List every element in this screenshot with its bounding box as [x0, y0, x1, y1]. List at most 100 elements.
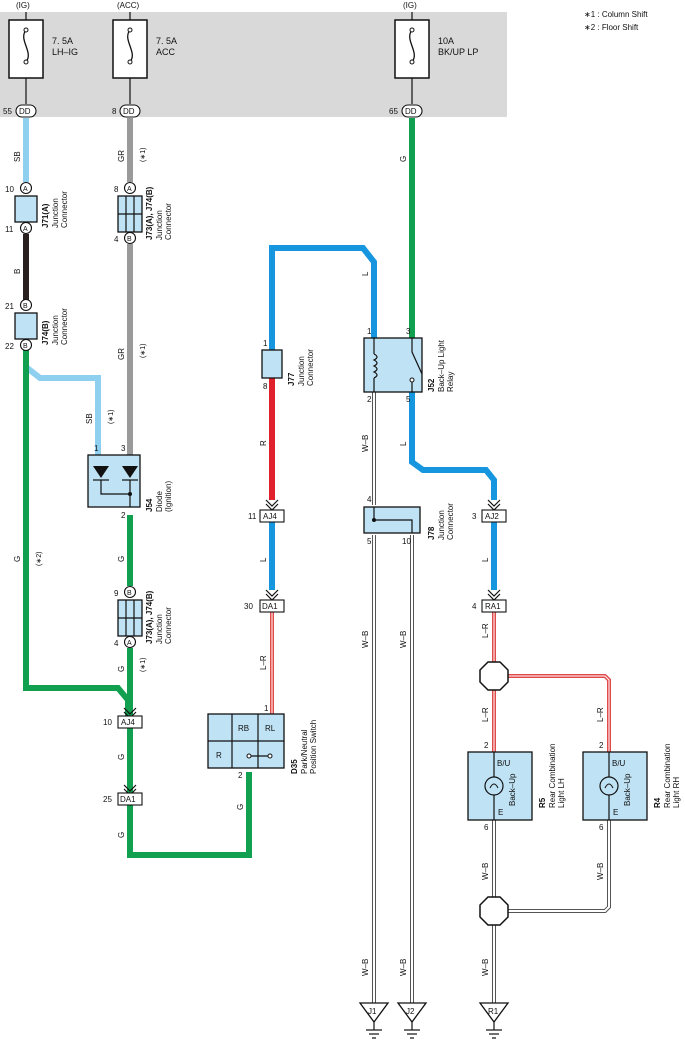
- svg-text:10: 10: [103, 718, 112, 727]
- svg-text:G: G: [236, 804, 245, 810]
- connector-aj4-right: 11 AJ4: [248, 499, 285, 523]
- fuse-acc: (ACC) 7. 5A ACC 8 DD: [112, 1, 177, 118]
- svg-text:G: G: [117, 832, 126, 838]
- svg-text:J73(A), J74(B): J73(A), J74(B): [145, 186, 154, 240]
- splice-lr: [479, 661, 509, 691]
- svg-text:(IG): (IG): [403, 1, 417, 10]
- wire-sb-to-diode: [23, 350, 101, 455]
- svg-text:1: 1: [263, 339, 268, 348]
- svg-text:W–B: W–B: [399, 631, 408, 648]
- connector-da1-right: 30 DA1: [244, 589, 285, 613]
- rear-combination-light-lh-r5: 2 B/U Back–Up E 6 R5 Rear Combination Li…: [467, 741, 566, 832]
- splice-wb: [479, 896, 509, 926]
- svg-text:6: 6: [599, 823, 604, 832]
- ground-r1: R1: [478, 1002, 510, 1039]
- svg-text:(ACC): (ACC): [117, 1, 140, 10]
- junction-connector-j77: 1 8 J77 Junction Connector: [261, 339, 315, 391]
- svg-text:Rear Combination: Rear Combination: [663, 744, 672, 808]
- svg-text:Light RH: Light RH: [672, 777, 681, 808]
- svg-text:RB: RB: [238, 724, 249, 733]
- svg-text:E: E: [498, 808, 503, 817]
- svg-text:2: 2: [238, 771, 243, 780]
- diode-j54: 1 3 2 J54 Diode (Ignition): [87, 444, 173, 520]
- svg-text:11: 11: [5, 225, 14, 234]
- svg-text:RA1: RA1: [485, 602, 501, 611]
- svg-text:1: 1: [264, 704, 269, 713]
- svg-text:22: 22: [5, 342, 14, 351]
- svg-text:AJ2: AJ2: [485, 512, 499, 521]
- svg-text:E: E: [613, 808, 618, 817]
- power-panel: [0, 12, 507, 117]
- junction-connector-j74b: 21 B B 22 J74(B) Junction Connector: [5, 298, 69, 352]
- connector-da1-left: 25 DA1: [103, 784, 143, 806]
- wire-labels: SB B GR (∗1) GR (∗1) SB (∗1) G (∗2) G G …: [13, 148, 605, 976]
- rear-combination-light-rh-r4: 2 B/U Back–Up E 6 R4 Rear Combination Li…: [582, 741, 681, 832]
- backup-light-relay-j52: 1 3 2 5 J52 Back–Up Light Relay: [363, 327, 455, 404]
- svg-text:D35: D35: [290, 759, 299, 774]
- svg-text:G: G: [399, 156, 408, 162]
- svg-text:Connector: Connector: [164, 203, 173, 240]
- ground-j1: J1: [358, 1002, 390, 1039]
- svg-text:J74(B): J74(B): [41, 320, 50, 345]
- svg-text:1: 1: [94, 444, 99, 453]
- fuse-bkup-lp: (IG) 10A BK/UP LP 65 DD: [389, 1, 478, 118]
- svg-text:B: B: [13, 269, 22, 274]
- wire-lr-lights: [492, 610, 611, 752]
- svg-text:A: A: [23, 226, 28, 233]
- svg-text:R5: R5: [538, 797, 547, 808]
- svg-text:R4: R4: [653, 797, 662, 808]
- svg-text:DD: DD: [19, 107, 31, 116]
- legend-column-shift: ∗1 : Column Shift: [584, 10, 648, 19]
- svg-text:9: 9: [114, 589, 119, 598]
- svg-text:W–B: W–B: [399, 959, 408, 976]
- svg-text:J2: J2: [406, 1007, 415, 1016]
- wire-wb-r1: [492, 820, 611, 1005]
- svg-text:Junction: Junction: [51, 315, 60, 345]
- svg-text:L: L: [481, 557, 490, 562]
- svg-text:65: 65: [389, 107, 398, 116]
- wire-wb-j1: [372, 392, 414, 1005]
- svg-text:Back–Up: Back–Up: [623, 773, 632, 806]
- connector-aj2: 3 AJ2: [472, 499, 507, 523]
- svg-text:(∗1): (∗1): [140, 344, 147, 358]
- junction-connector-j78: 4 5 10 J78 Junction Connector: [363, 495, 455, 546]
- svg-text:Rear Combination: Rear Combination: [548, 744, 557, 808]
- junction-connector-j73-bottom: 9 B A 4 J73(A), J74(B) Junction Connecto…: [114, 585, 173, 649]
- svg-text:Connector: Connector: [164, 607, 173, 644]
- connector-aj4-left: 10 AJ4: [103, 707, 143, 729]
- svg-text:5: 5: [367, 537, 372, 546]
- svg-text:Junction: Junction: [51, 198, 60, 228]
- svg-text:8: 8: [263, 382, 268, 391]
- fuse-bkup-rating: 10A: [438, 36, 454, 46]
- svg-text:G: G: [13, 556, 22, 562]
- svg-text:AJ4: AJ4: [263, 512, 277, 521]
- svg-text:L–R: L–R: [481, 707, 490, 722]
- svg-text:(Ignition): (Ignition): [164, 481, 173, 512]
- svg-text:A: A: [127, 640, 132, 647]
- svg-text:(∗2): (∗2): [36, 552, 43, 566]
- svg-text:SB: SB: [85, 413, 94, 424]
- svg-text:B: B: [23, 343, 28, 350]
- legend-floor-shift: ∗2 : Floor Shift: [584, 23, 639, 32]
- svg-text:1: 1: [367, 327, 372, 336]
- svg-text:Park/Neutral: Park/Neutral: [300, 729, 309, 774]
- svg-text:B/U: B/U: [612, 759, 626, 768]
- svg-text:(∗1): (∗1): [140, 148, 147, 162]
- svg-text:Junction: Junction: [297, 356, 306, 386]
- svg-text:J71(A): J71(A): [41, 203, 50, 228]
- svg-text:J54: J54: [145, 498, 154, 512]
- svg-text:DA1: DA1: [120, 795, 136, 804]
- svg-text:B/U: B/U: [497, 759, 511, 768]
- svg-text:Connector: Connector: [60, 308, 69, 345]
- svg-text:(∗1): (∗1): [140, 658, 147, 672]
- svg-text:11: 11: [248, 512, 257, 521]
- svg-text:W–B: W–B: [481, 959, 490, 976]
- svg-text:10: 10: [5, 185, 14, 194]
- svg-text:B: B: [23, 303, 28, 310]
- svg-text:Junction: Junction: [155, 614, 164, 644]
- svg-text:J52: J52: [427, 378, 436, 392]
- svg-text:W–B: W–B: [361, 435, 370, 452]
- svg-text:3: 3: [472, 512, 477, 521]
- svg-text:Junction: Junction: [155, 210, 164, 240]
